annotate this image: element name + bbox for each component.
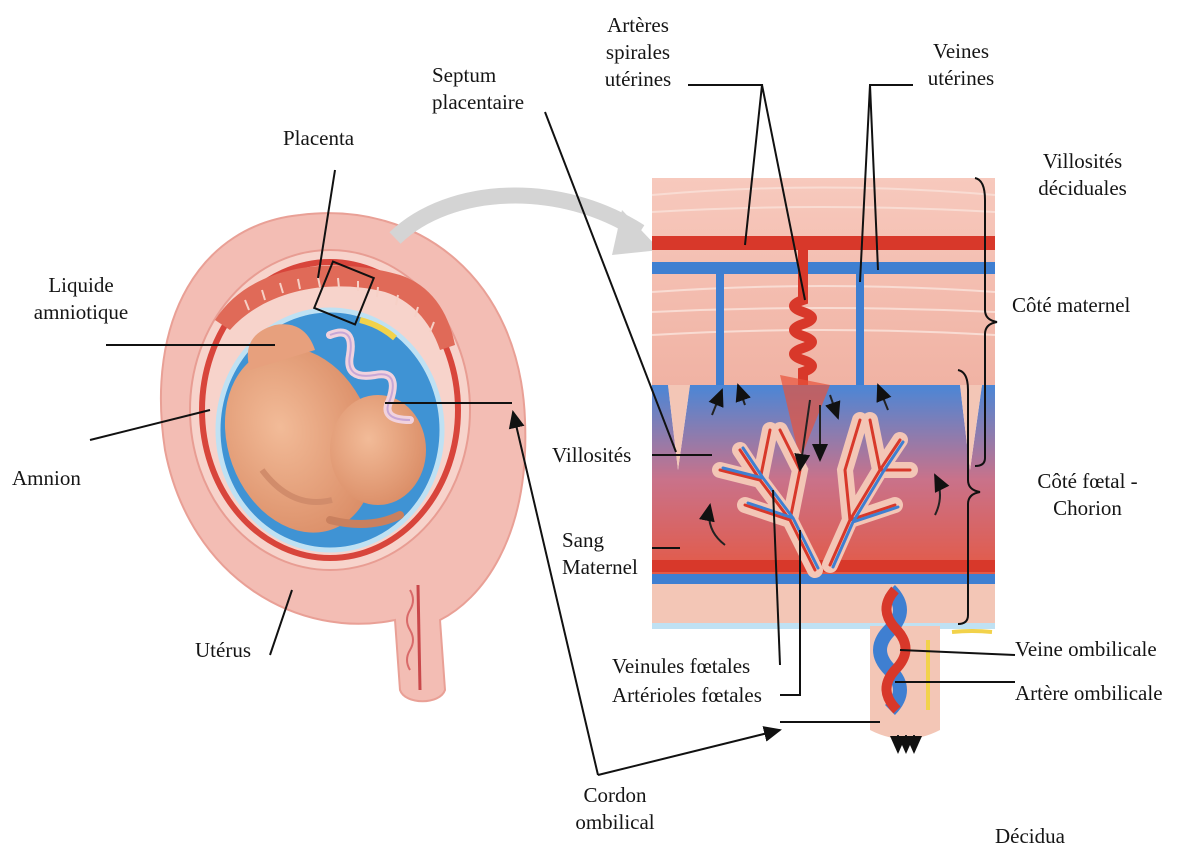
label-arterioles-foetales: Artérioles fœtales <box>612 682 762 709</box>
label-villosites-deciduales: Villosités déciduales <box>1025 148 1140 202</box>
label-decidua: Décidua <box>995 823 1065 850</box>
label-cote-maternel: Côté maternel <box>1012 292 1130 319</box>
label-veine-ombilicale: Veine ombilicale <box>1015 636 1157 663</box>
uterus-illustration <box>161 213 525 701</box>
zoom-arrow <box>395 196 640 238</box>
label-cordon-ombilical: Cordon ombilical <box>565 782 665 836</box>
label-arteres-spirales: Artères spirales utérines <box>590 12 686 93</box>
label-placenta: Placenta <box>283 125 354 152</box>
label-villosites: Villosités <box>552 442 631 469</box>
label-liquide-amniotique: Liquide amniotique <box>22 272 140 326</box>
label-amnion: Amnion <box>12 465 81 492</box>
cervix <box>418 585 420 690</box>
label-septum-placentaire: Septum placentaire <box>432 62 524 116</box>
label-veinules-foetales: Veinules fœtales <box>612 653 750 680</box>
label-sang-maternel: Sang Maternel <box>562 527 638 581</box>
label-uterus: Utérus <box>195 637 251 664</box>
label-artere-ombilicale: Artère ombilicale <box>1015 680 1163 707</box>
label-veines-uterines: Veines utérines <box>912 38 1010 92</box>
label-cote-foetal-chorion: Côté fœtal - Chorion <box>1020 468 1155 522</box>
